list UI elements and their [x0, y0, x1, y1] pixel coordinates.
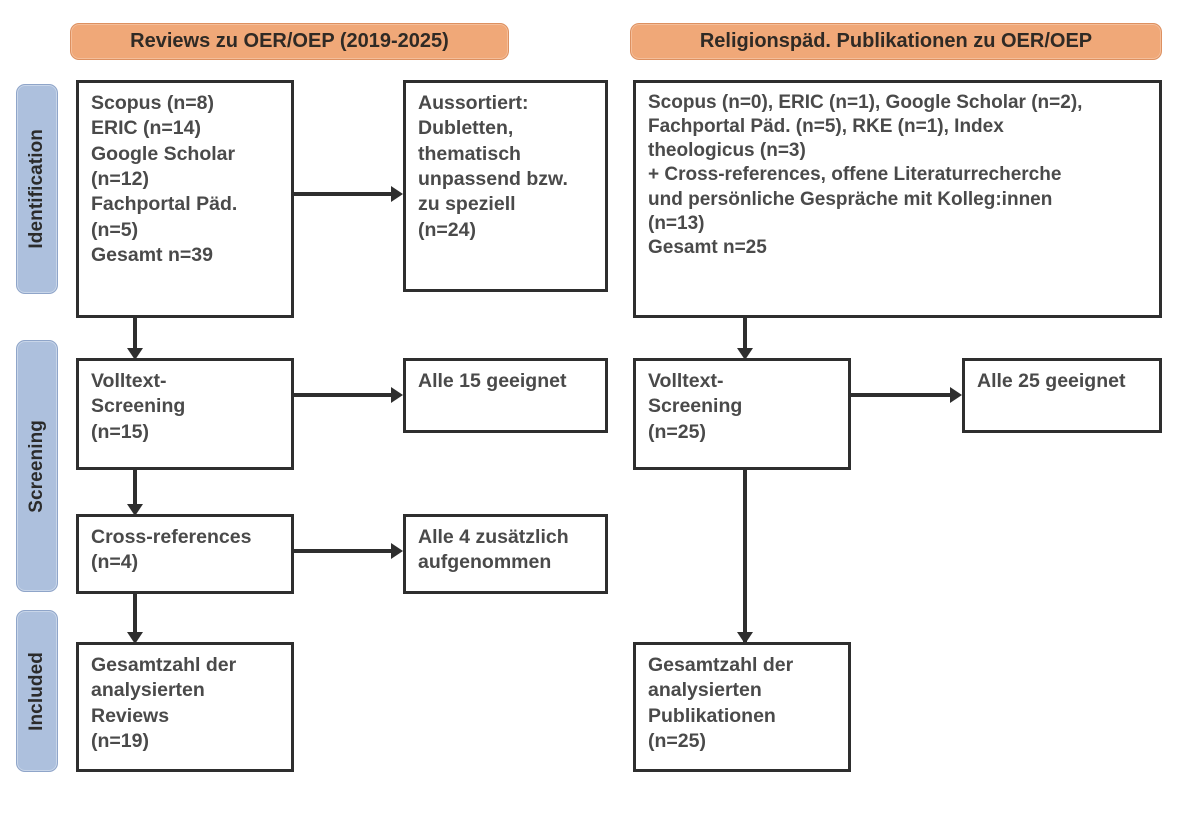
box-left-fulltext-screening-text: Volltext- Screening (n=15)	[91, 370, 186, 443]
box-left-crossreferences-result: Alle 4 zusätzlich aufgenommen	[403, 514, 608, 594]
connector-left-screening-to-result	[294, 393, 393, 397]
box-left-crossreferences-text: Cross-references (n=4)	[91, 526, 252, 574]
column-header-right-text: Religionspäd. Publikationen zu OER/OEP	[699, 30, 1093, 52]
connector-left-sources-to-excluded	[294, 192, 393, 196]
stage-pill-included: Included	[16, 610, 58, 772]
arrowhead-left-crossrefs-to-result	[391, 543, 403, 559]
arrowhead-left-sources-to-excluded	[391, 186, 403, 202]
connector-right-screening-to-result	[851, 393, 952, 397]
box-left-included-total: Gesamtzahl der analysierten Reviews (n=1…	[76, 642, 294, 772]
stage-pill-identification: Identification	[16, 84, 58, 294]
connector-left-crossrefs-to-result	[294, 549, 393, 553]
arrowhead-left-crossrefs-to-included	[127, 632, 143, 644]
box-left-screening-result-text: Alle 15 geeignet	[418, 370, 567, 392]
box-right-fulltext-screening-text: Volltext- Screening (n=25)	[648, 370, 743, 443]
stage-label-included: Included	[26, 651, 47, 731]
box-right-fulltext-screening: Volltext- Screening (n=25)	[633, 358, 851, 470]
connector-left-crossrefs-to-included	[133, 594, 137, 640]
box-right-screening-result: Alle 25 geeignet	[962, 358, 1162, 433]
box-right-included-total-text: Gesamtzahl der analysierten Publikatione…	[648, 654, 794, 753]
box-left-excluded: Aussortiert: Dubletten, thematisch unpas…	[403, 80, 608, 292]
box-left-crossreferences: Cross-references (n=4)	[76, 514, 294, 594]
arrowhead-left-sources-to-screening	[127, 348, 143, 360]
column-header-left-text: Reviews zu OER/OEP (2019-2025)	[130, 30, 449, 52]
stage-label-identification: Identification	[26, 129, 47, 249]
stage-pill-screening: Screening	[16, 340, 58, 592]
box-left-fulltext-screening: Volltext- Screening (n=15)	[76, 358, 294, 470]
arrowhead-left-screening-to-result	[391, 387, 403, 403]
stage-label-screening: Screening	[26, 419, 47, 513]
arrowhead-right-sources-to-screening	[737, 348, 753, 360]
box-left-identification-sources-text: Scopus (n=8) ERIC (n=14) Google Scholar …	[91, 92, 238, 267]
box-right-identification-sources-text: Scopus (n=0), ERIC (n=1), Google Scholar…	[648, 92, 1083, 258]
box-left-crossreferences-result-text: Alle 4 zusätzlich aufgenommen	[418, 526, 569, 574]
connector-left-sources-to-screening	[133, 318, 137, 356]
box-left-included-total-text: Gesamtzahl der analysierten Reviews (n=1…	[91, 654, 237, 753]
connector-right-screening-to-included	[743, 470, 747, 642]
box-right-screening-result-text: Alle 25 geeignet	[977, 370, 1126, 392]
arrowhead-right-screening-to-included	[737, 632, 753, 644]
arrowhead-right-screening-to-result	[950, 387, 962, 403]
connector-right-sources-to-screening	[743, 318, 747, 356]
box-right-identification-sources: Scopus (n=0), ERIC (n=1), Google Scholar…	[633, 80, 1162, 318]
column-header-left: Reviews zu OER/OEP (2019-2025)	[70, 23, 509, 60]
column-header-right: Religionspäd. Publikationen zu OER/OEP	[630, 23, 1162, 60]
box-left-identification-sources: Scopus (n=8) ERIC (n=14) Google Scholar …	[76, 80, 294, 318]
box-right-included-total: Gesamtzahl der analysierten Publikatione…	[633, 642, 851, 772]
connector-left-screening-to-crossrefs	[133, 470, 137, 512]
box-left-screening-result: Alle 15 geeignet	[403, 358, 608, 433]
arrowhead-left-screening-to-crossrefs	[127, 504, 143, 516]
box-left-excluded-text: Aussortiert: Dubletten, thematisch unpas…	[418, 92, 568, 241]
